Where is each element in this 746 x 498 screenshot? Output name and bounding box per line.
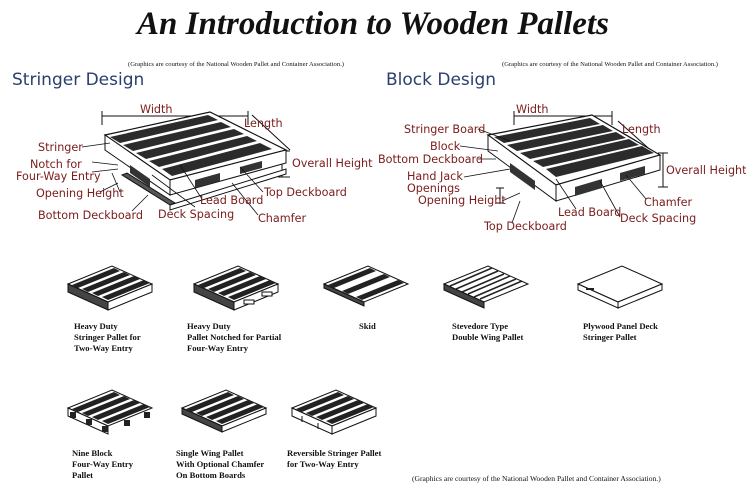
stringer-chamfer-label: Chamfer <box>258 212 307 225</box>
stringer-notch-label: Notch for Four-Way Entry <box>16 159 101 183</box>
notched-partial-four-way-pallet-image <box>192 265 280 311</box>
caption-line: Stringer Pallet <box>583 332 637 342</box>
caption-line: for Two-Way Entry <box>287 459 359 469</box>
pallet-type-caption: Plywood Panel Deck Stringer Pallet <box>583 321 658 343</box>
pallet-type-caption: Single Wing Pallet With Optional Chamfer… <box>176 448 264 481</box>
stringer-length-label: Length <box>244 117 283 130</box>
caption-line: Reversible Stringer Pallet <box>287 448 382 458</box>
pallet-type-caption: Stevedore Type Double Wing Pallet <box>452 321 523 343</box>
pallet-type-caption: Heavy Duty Stringer Pallet for Two-Way E… <box>74 321 141 354</box>
block-stringer-board-label: Stringer Board <box>404 123 486 136</box>
caption-line: Pallet <box>72 470 93 480</box>
nine-block-pallet-image <box>66 389 154 435</box>
caption-line: Nine Block <box>72 448 113 458</box>
pallet-type-caption: Reversible Stringer Pallet for Two-Way E… <box>287 448 381 470</box>
caption-line: Four-Way Entry <box>187 343 249 353</box>
block-hand-jack-label: Hand Jack Openings <box>407 171 463 195</box>
heavy-duty-stringer-pallet-image <box>66 265 154 311</box>
caption-line: Four-Way Entry <box>72 459 134 469</box>
stringer-design-heading: Stringer Design <box>12 70 145 90</box>
notch-line-2: Four-Way Entry <box>16 170 101 183</box>
stringer-deck-spacing-label: Deck Spacing <box>158 208 235 221</box>
caption-line: Heavy Duty <box>187 321 231 331</box>
caption-line: Heavy Duty <box>74 321 118 331</box>
single-wing-pallet-image <box>180 389 268 433</box>
plywood-panel-deck-pallet-image <box>576 265 664 309</box>
block-overall-height-label: Overall Height <box>666 164 746 177</box>
caption-line: Pallet Notched for Partial <box>187 332 282 342</box>
caption-line: With Optional Chamfer <box>176 459 265 469</box>
block-pallet-diagram <box>459 111 668 224</box>
stringer-opening-height-label: Opening Height <box>36 187 124 200</box>
block-length-label: Length <box>622 123 661 136</box>
block-opening-height-label: Opening Height <box>418 194 506 207</box>
stevedore-double-wing-pallet-image <box>442 265 530 309</box>
block-chamfer-label: Chamfer <box>644 196 693 209</box>
block-deck-spacing-label: Deck Spacing <box>620 212 697 225</box>
caption-line: Two-Way Entry <box>74 343 133 353</box>
stringer-width-label: Width <box>140 103 173 116</box>
stringer-top-deckboard-label: Top Deckboard <box>264 186 347 199</box>
reversible-stringer-pallet-image <box>290 389 378 435</box>
pallet-type-caption: Skid <box>359 321 376 332</box>
block-credit: (Graphics are courtesy of the National W… <box>502 61 718 68</box>
hand-jack-line-2: Openings <box>407 182 461 195</box>
caption-line: Stringer Pallet for <box>74 332 141 342</box>
block-top-deckboard-label: Top Deckboard <box>484 220 567 233</box>
page-title: An Introduction to Wooden Pallets <box>137 6 609 42</box>
hand-jack-line-1: Hand Jack <box>407 170 463 183</box>
block-lead-board-label: Lead Board <box>558 206 622 219</box>
block-design-heading: Block Design <box>386 70 497 90</box>
stringer-pallet-diagram <box>81 111 291 216</box>
caption-line: Single Wing Pallet <box>176 448 244 458</box>
pallet-type-caption: Nine Block Four-Way Entry Pallet <box>72 448 133 481</box>
pallet-type-caption: Heavy Duty Pallet Notched for Partial Fo… <box>187 321 281 354</box>
block-bottom-deckboard-label: Bottom Deckboard <box>378 153 484 166</box>
block-width-label: Width <box>516 103 549 116</box>
stringer-lead-board-label: Lead Board <box>200 194 264 207</box>
caption-line: Skid <box>359 321 376 331</box>
stringer-overall-height-label: Overall Height <box>292 157 373 170</box>
caption-line: Stevedore Type <box>452 321 509 331</box>
caption-line: On Bottom Boards <box>176 470 246 480</box>
stringer-credit: (Graphics are courtesy of the National W… <box>128 61 344 68</box>
stringer-stringer-label: Stringer <box>38 141 83 154</box>
footer-credit: (Graphics are courtesy of the National W… <box>412 474 661 483</box>
caption-line: Plywood Panel Deck <box>583 321 658 331</box>
stringer-bottom-deckboard-label: Bottom Deckboard <box>38 209 144 222</box>
skid-image <box>322 265 410 307</box>
block-block-label: Block <box>430 140 461 153</box>
notch-line-1: Notch for <box>30 158 82 171</box>
caption-line: Double Wing Pallet <box>452 332 524 342</box>
